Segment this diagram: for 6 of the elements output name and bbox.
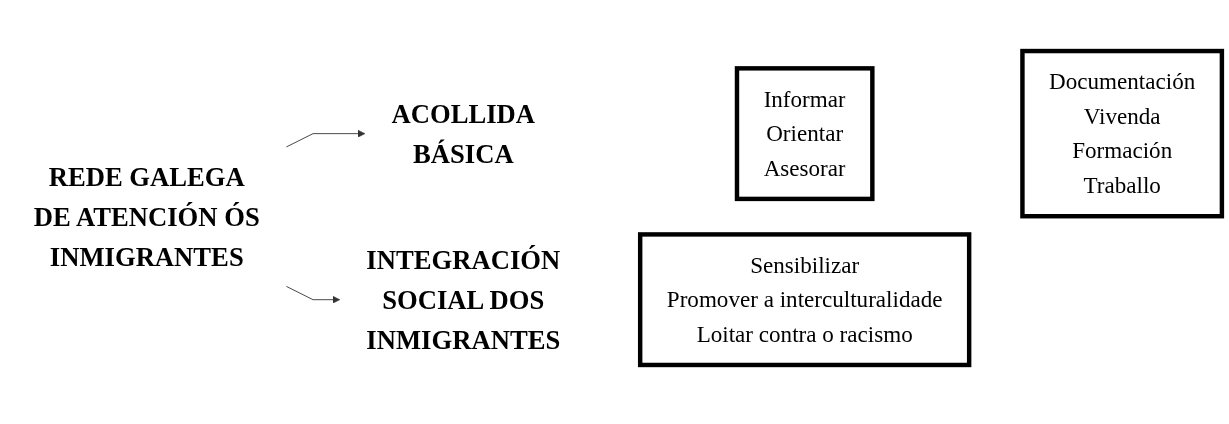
node-box: Informar Orientar Asesorar bbox=[734, 66, 875, 202]
node-text: REDE GALEGA DE ATENCIÓN ÓS INMIGRANTES bbox=[33, 162, 260, 272]
node-box: Documentación Vivenda Formación Traballo bbox=[1020, 48, 1225, 219]
node-text: ACOLLIDA BÁSICA bbox=[391, 99, 536, 169]
node-text: INTEGRACIÓN SOCIAL DOS INMIGRANTES bbox=[366, 245, 561, 355]
node-box: Sensibilizar Promover a interculturalidade Loitar contra o racismo bbox=[637, 232, 972, 368]
